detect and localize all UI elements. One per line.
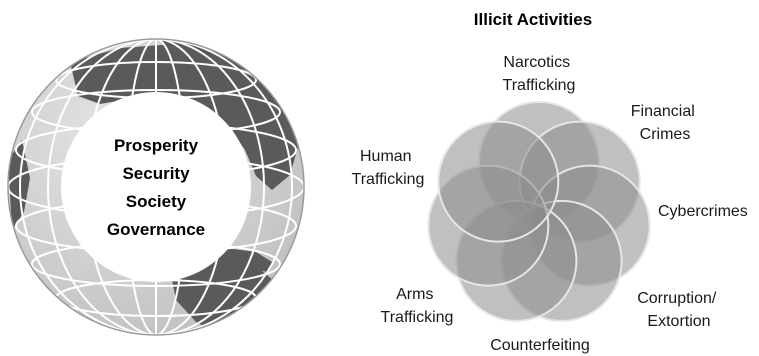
globe-label-society: Society	[126, 192, 187, 211]
petal-human	[437, 120, 560, 243]
activities-rosette	[427, 101, 651, 322]
label-narcotics-trafficking: Narcotics Trafficking	[503, 54, 576, 94]
activity-labels: Narcotics Trafficking Financial Crimes C…	[352, 54, 748, 354]
label-financial-crimes: Financial Crimes	[631, 103, 699, 143]
globe-label-security: Security	[122, 164, 190, 183]
globe-label-governance: Governance	[107, 220, 205, 239]
globe-center-disc	[61, 92, 251, 282]
label-human-trafficking: Human Trafficking	[352, 148, 425, 188]
label-counterfeiting: Counterfeiting	[490, 337, 590, 354]
label-cybercrimes: Cybercrimes	[658, 203, 748, 220]
globe-label-prosperity: Prosperity	[114, 136, 199, 155]
activities-title: Illicit Activities	[474, 10, 592, 29]
label-corruption-extortion: Corruption/ Extortion	[637, 290, 721, 330]
label-arms-trafficking: Arms Trafficking	[381, 286, 454, 326]
globe: Prosperity Security Society Governance	[7, 38, 305, 336]
